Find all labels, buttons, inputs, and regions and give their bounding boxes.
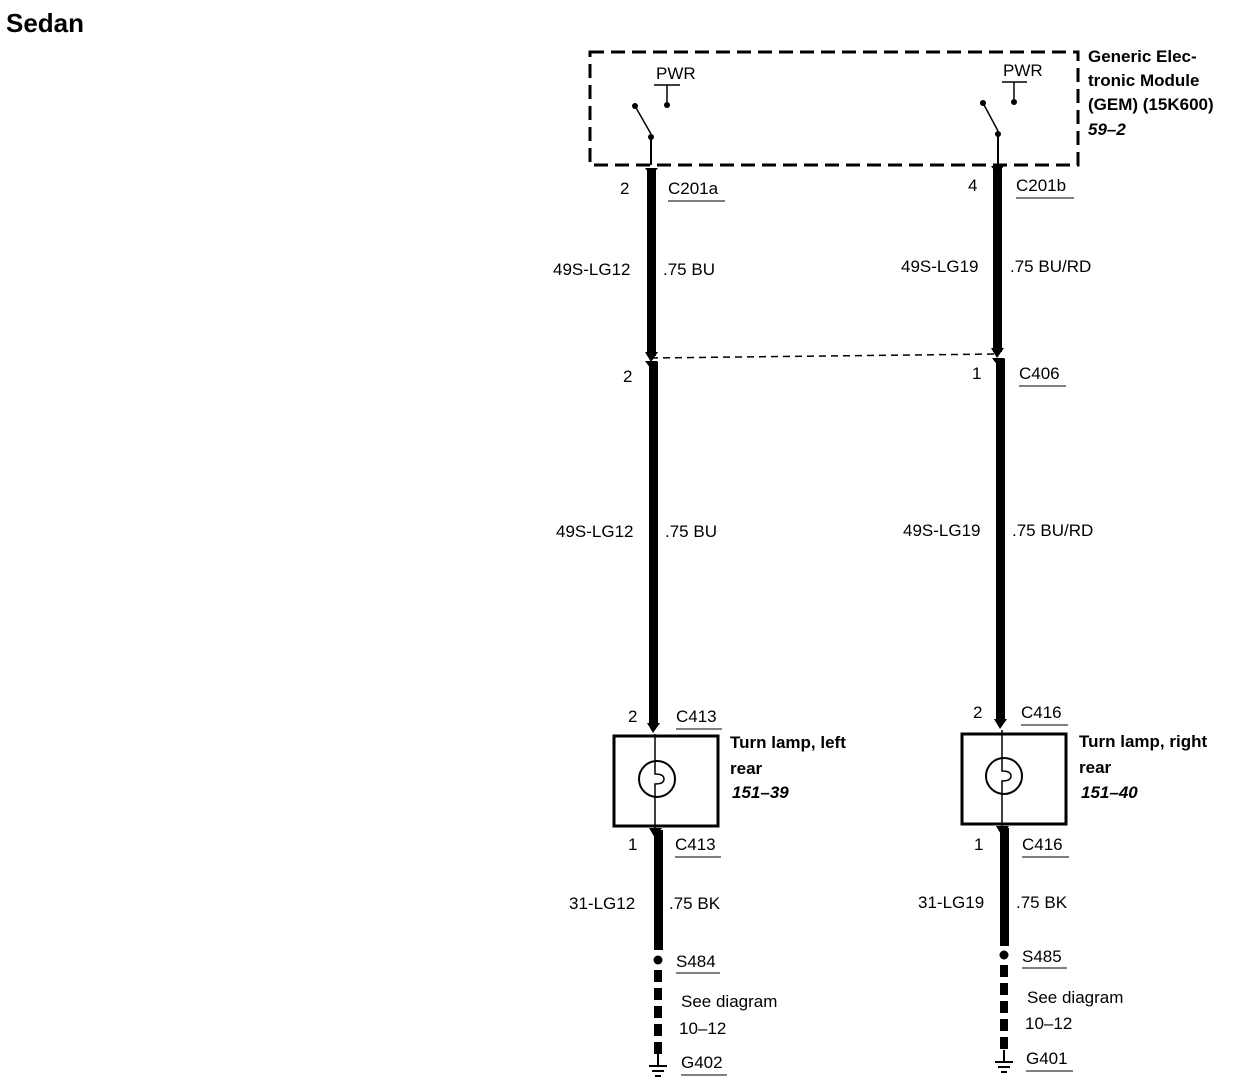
right-lamp-connector-out: C416	[1022, 835, 1063, 854]
ground-right-icon	[995, 1050, 1013, 1073]
module-ref: 59–2	[1088, 120, 1126, 139]
right-ground: G401	[1026, 1049, 1068, 1068]
right-ground-wire	[996, 826, 1009, 946]
right-wire1-spec: .75 BU/RD	[1010, 257, 1091, 276]
left-lamp-name-line-1: Turn lamp, left	[730, 733, 846, 752]
left-lamp-pin-out: 1	[628, 835, 637, 854]
left-see-line-2: 10–12	[679, 1019, 726, 1038]
right-wire1-circuit: 49S-LG19	[901, 257, 979, 276]
pwr-switch-right-icon: PWR	[980, 61, 1043, 137]
ground-left-icon	[649, 1054, 667, 1077]
left-connector-top: C201a	[668, 179, 719, 198]
right-lamp-ref: 151–40	[1081, 783, 1138, 802]
left-splice: S484	[676, 952, 716, 971]
left-ground: G402	[681, 1053, 723, 1072]
right-wire-segment-2	[992, 358, 1007, 729]
right-connector-c406: C406	[1019, 364, 1060, 383]
left-wire2-spec: .75 BU	[665, 522, 717, 541]
gem-module-box	[588, 50, 1080, 167]
right-turn-lamp	[960, 730, 1068, 826]
module-name-line-2: tronic Module	[1088, 71, 1199, 90]
right-lamp-connector-in: C416	[1021, 703, 1062, 722]
right-see-line-2: 10–12	[1025, 1014, 1072, 1033]
left-lamp-connector-out: C413	[675, 835, 716, 854]
right-splice-dot	[999, 950, 1009, 960]
left-splice-dot	[653, 955, 663, 965]
left-lamp-name-line-2: rear	[730, 759, 763, 778]
left-wire1-spec: .75 BU	[663, 260, 715, 279]
left-ground-wire	[649, 828, 663, 950]
c406-connector-line	[650, 353, 999, 359]
right-wire-segment-1	[991, 166, 1004, 358]
right-ground-spec: .75 BK	[1016, 893, 1068, 912]
right-lamp-name-line-1: Turn lamp, right	[1079, 732, 1207, 751]
left-see-line-1: See diagram	[681, 992, 777, 1011]
left-pin-c406: 2	[623, 367, 632, 386]
left-lamp-pin-in: 2	[628, 707, 637, 726]
right-splice: S485	[1022, 947, 1062, 966]
left-wire2-circuit: 49S-LG12	[556, 522, 634, 541]
bulb-icon	[985, 757, 1023, 795]
pwr-switch-left-icon: PWR	[632, 64, 696, 140]
right-pin-top: 4	[968, 176, 977, 195]
right-see-line-1: See diagram	[1027, 988, 1123, 1007]
left-lamp-connector-in: C413	[676, 707, 717, 726]
left-ground-spec: .75 BK	[669, 894, 721, 913]
left-turn-lamp	[612, 734, 720, 828]
right-lamp-pin-out: 1	[974, 835, 983, 854]
right-lamp-pin-in: 2	[973, 703, 982, 722]
left-wire-segment-2	[645, 361, 660, 733]
right-wire2-circuit: 49S-LG19	[903, 521, 981, 540]
left-wire1-circuit: 49S-LG12	[553, 260, 631, 279]
left-pin-top: 2	[620, 179, 629, 198]
module-name-line-1: Generic Elec-	[1088, 47, 1197, 66]
module-name-line-3: (GEM) (15K600)	[1088, 95, 1214, 114]
left-wire-segment-1	[645, 168, 658, 362]
pwr-label-right: PWR	[1003, 61, 1043, 80]
pwr-label-left: PWR	[656, 64, 696, 83]
right-pin-c406: 1	[972, 364, 981, 383]
left-ground-circuit: 31-LG12	[569, 894, 635, 913]
right-ground-circuit: 31-LG19	[918, 893, 984, 912]
right-lamp-name-line-2: rear	[1079, 758, 1112, 777]
right-wire2-spec: .75 BU/RD	[1012, 521, 1093, 540]
bulb-icon	[638, 760, 676, 798]
page-title: Sedan	[6, 8, 84, 38]
right-connector-top: C201b	[1016, 176, 1066, 195]
left-lamp-ref: 151–39	[732, 783, 789, 802]
